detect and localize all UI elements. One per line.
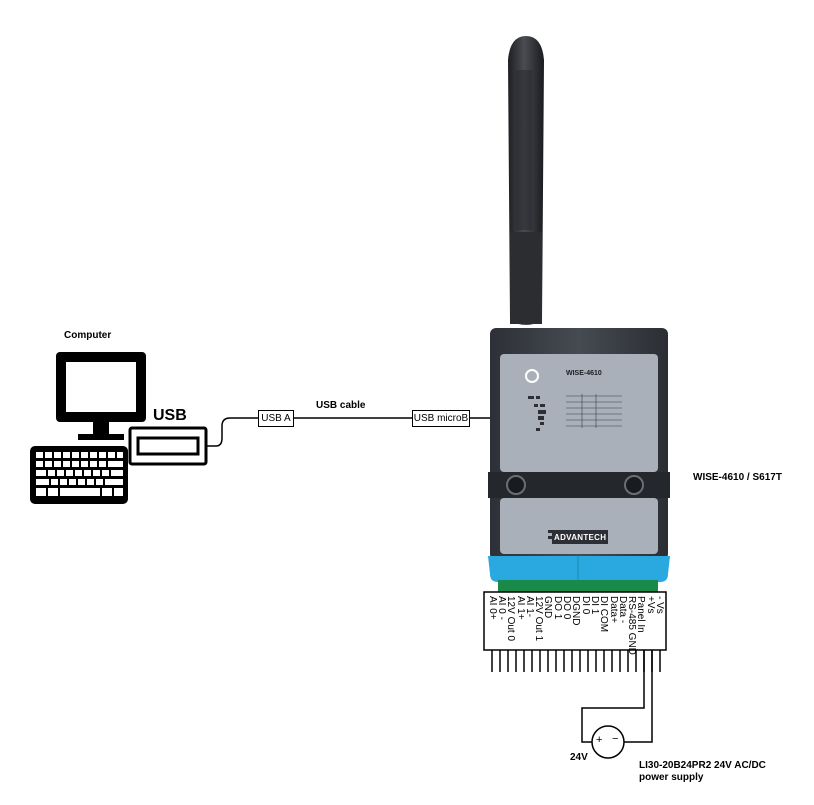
minus-sign: − <box>612 733 619 745</box>
power-wires <box>581 650 653 743</box>
terminal-label: DO 1 <box>551 596 563 620</box>
plus-sign: + <box>596 734 603 746</box>
terminal-label: +Vs <box>644 596 656 614</box>
terminal-label: AI 1+ <box>514 596 526 620</box>
terminal-label: AI 0+ <box>486 596 498 620</box>
device-face-model: WISE-4610 <box>566 370 602 377</box>
computer-label: Computer <box>64 330 112 341</box>
keyboard-icon <box>30 446 128 504</box>
device-model-label: WISE-4610 / S617T <box>693 472 782 483</box>
antenna-icon <box>508 36 544 325</box>
power-source-icon <box>591 725 625 759</box>
usb-cable-label: USB cable <box>316 400 366 411</box>
device-body <box>488 328 670 560</box>
voltage-label: 24V <box>570 752 588 763</box>
usb-label: USB <box>153 407 187 424</box>
terminal-leads <box>491 650 661 672</box>
computer-icon <box>56 352 146 440</box>
terminal-label: Data+ <box>607 596 619 623</box>
brand-logo: ADVANTECH <box>554 533 607 542</box>
power-supply-label-line2: power supply <box>639 772 704 783</box>
terminal-block <box>483 591 667 651</box>
usb-a-connector: USB A <box>258 410 294 427</box>
usb-port-icon <box>128 426 208 466</box>
device-base <box>488 556 670 592</box>
usb-microb-connector: USB microB <box>412 410 470 427</box>
power-supply-label-line1: LI30-20B24PR2 24V AC/DC <box>639 760 766 771</box>
terminal-label: DI 0 <box>579 596 591 615</box>
usb-cable-line <box>206 417 492 447</box>
